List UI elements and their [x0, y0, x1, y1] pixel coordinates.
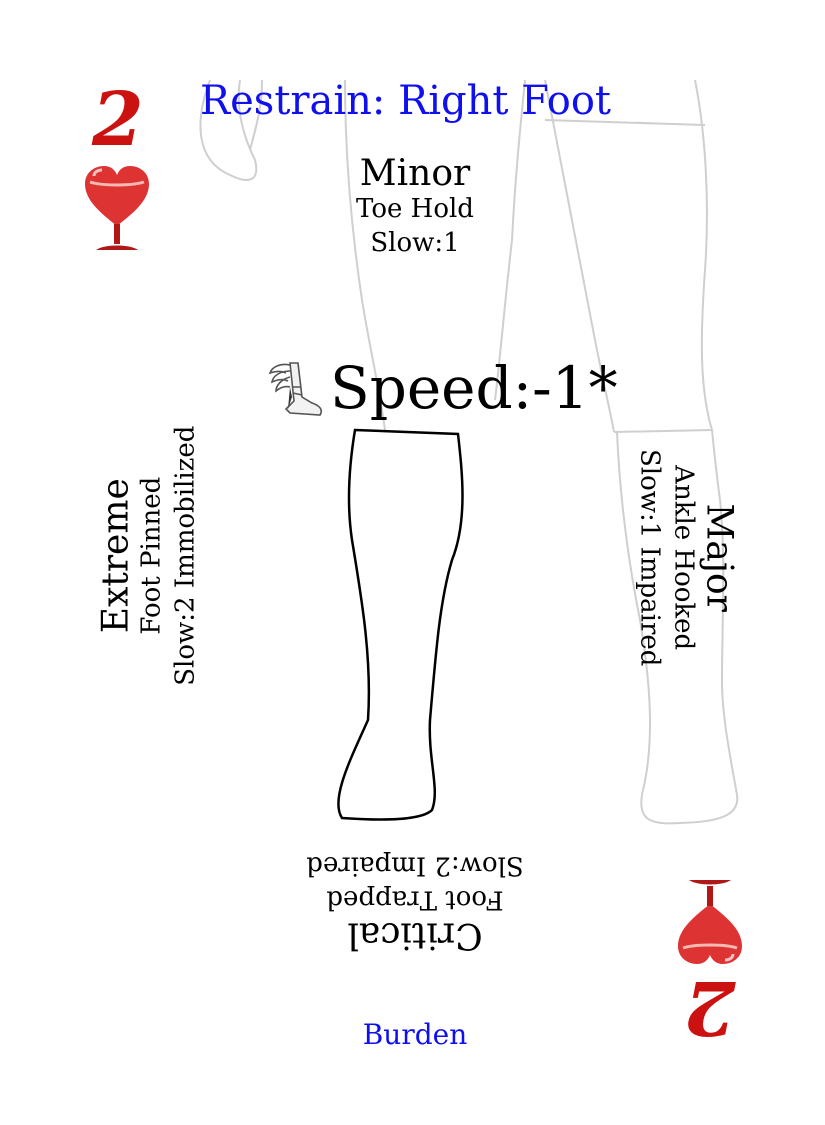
severity-major: Major Ankle Hooked Slow:1 Impaired — [632, 418, 740, 698]
severity-critical: Critical Foot Trapped Slow:2 Impaired — [300, 848, 530, 956]
severity-extreme: Extreme Foot Pinned Slow:2 Immobilized — [95, 416, 202, 696]
severity-name: Extreme — [95, 478, 137, 634]
severity-effect: Slow:2 Immobilized — [169, 425, 200, 686]
right-foot-highlight — [337, 428, 464, 821]
heart-goblet-icon — [85, 166, 149, 250]
severity-name: Major — [698, 503, 740, 612]
speed-modifier: Speed:-1* — [268, 357, 618, 419]
severity-description: Foot Pinned — [136, 476, 167, 635]
winged-boot-icon — [268, 362, 323, 416]
rank-top: 2 — [92, 77, 144, 163]
burden-label: Burden — [362, 1018, 468, 1051]
heart-goblet-icon — [678, 880, 742, 964]
rank-bottom: 2 — [684, 964, 736, 1050]
severity-effect: Slow:1 Impaired — [635, 448, 666, 667]
speed-value: Speed:-1* — [330, 354, 618, 422]
severity-name: Critical — [347, 914, 483, 956]
severity-description: Toe Hold — [356, 193, 474, 224]
severity-name: Minor — [359, 153, 471, 194]
severity-description: Foot Trapped — [326, 884, 504, 915]
card-title: Restrain: Right Foot — [200, 78, 611, 124]
severity-description: Ankle Hooked — [668, 465, 699, 651]
severity-minor: Minor Toe Hold Slow:1 — [300, 155, 530, 260]
severity-effect: Slow:1 — [370, 227, 460, 258]
severity-effect: Slow:2 Impaired — [306, 850, 524, 881]
